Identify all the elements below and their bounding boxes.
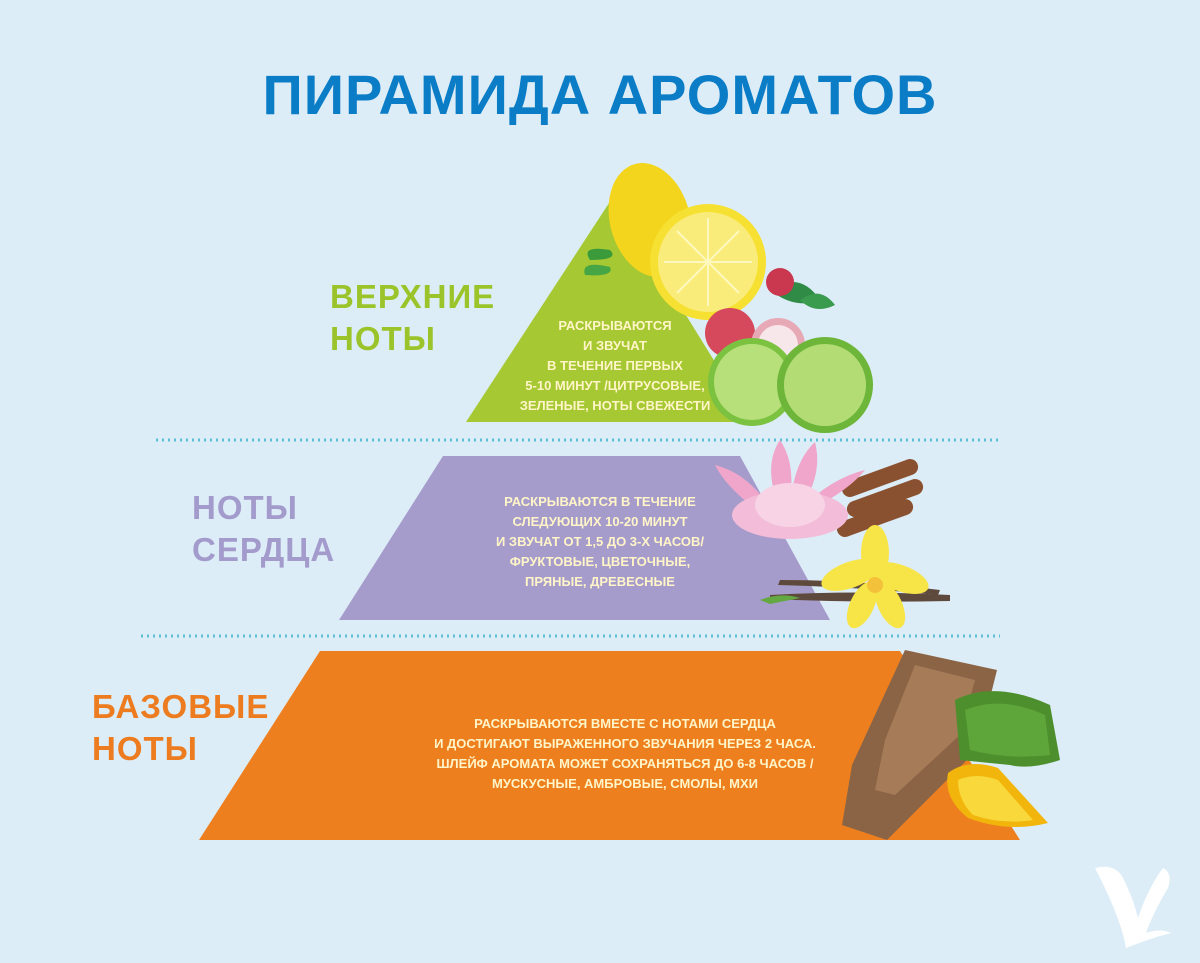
floral-spice-illustration: [715, 440, 950, 629]
tier-top: [466, 197, 752, 422]
description-base-notes: РАСКРЫВАЮТСЯ ВМЕСТЕ С НОТАМИ СЕРДЦА И ДО…: [420, 714, 830, 794]
description-line: РАСКРЫВАЮТСЯ В ТЕЧЕНИЕ: [504, 494, 696, 509]
description-line: В ТЕЧЕНИЕ ПЕРВЫХ: [547, 358, 683, 373]
description-line: СЛЕДУЮЩИХ 10-20 МИНУТ: [512, 514, 688, 529]
page-title: ПИРАМИДА АРОМАТОВ: [262, 63, 938, 126]
label-line: НОТЫ: [192, 489, 298, 526]
description-line: ПРЯНЫЕ, ДРЕВЕСНЫЕ: [525, 574, 675, 589]
description-line: ШЛЕЙФ АРОМАТА МОЖЕТ СОХРАНЯТЬСЯ ДО 6-8 Ч…: [436, 756, 814, 771]
label-top-notes: ВЕРХНИЕ НОТЫ: [330, 276, 495, 360]
label-line: НОТЫ: [330, 320, 436, 357]
label-heart-notes: НОТЫ СЕРДЦА: [192, 487, 335, 571]
description-line: ЗЕЛЕНЫЕ, НОТЫ СВЕЖЕСТИ: [519, 398, 711, 413]
tier-base: [199, 651, 1020, 840]
description-line: И ДОСТИГАЮТ ВЫРАЖЕННОГО ЗВУЧАНИЯ ЧЕРЕЗ 2…: [434, 736, 816, 751]
label-base-notes: БАЗОВЫЕ НОТЫ: [92, 686, 269, 770]
description-line: ФРУКТОВЫЕ, ЦВЕТОЧНЫЕ,: [509, 554, 691, 569]
description-line: И ЗВУЧАТ: [583, 338, 647, 353]
description-heart-notes: РАСКРЫВАЮТСЯ В ТЕЧЕНИЕ СЛЕДУЮЩИХ 10-20 М…: [460, 492, 740, 592]
label-line: ВЕРХНИЕ: [330, 278, 496, 315]
description-line: РАСКРЫВАЮТСЯ ВМЕСТЕ С НОТАМИ СЕРДЦА: [474, 716, 776, 731]
description-line: 5-10 МИНУТ /ЦИТРУСОВЫЕ,: [525, 378, 705, 393]
citrus-illustration: [584, 163, 873, 433]
description-top-notes: РАСКРЫВАЮТСЯ И ЗВУЧАТ В ТЕЧЕНИЕ ПЕРВЫХ 5…: [500, 316, 730, 416]
description-line: МУСКУСНЫЕ, АМБРОВЫЕ, СМОЛЫ, МХИ: [492, 776, 758, 791]
description-line: И ЗВУЧАТ ОТ 1,5 ДО 3-Х ЧАСОВ/: [495, 534, 705, 549]
label-line: БАЗОВЫЕ: [92, 688, 270, 725]
label-line: СЕРДЦА: [192, 531, 336, 568]
label-line: НОТЫ: [92, 730, 198, 767]
tier-middle: [339, 456, 830, 620]
description-line: РАСКРЫВАЮТСЯ: [558, 318, 672, 333]
wood-moss-amber-illustration: [842, 650, 1060, 840]
bird-logo-icon: [1095, 866, 1171, 948]
